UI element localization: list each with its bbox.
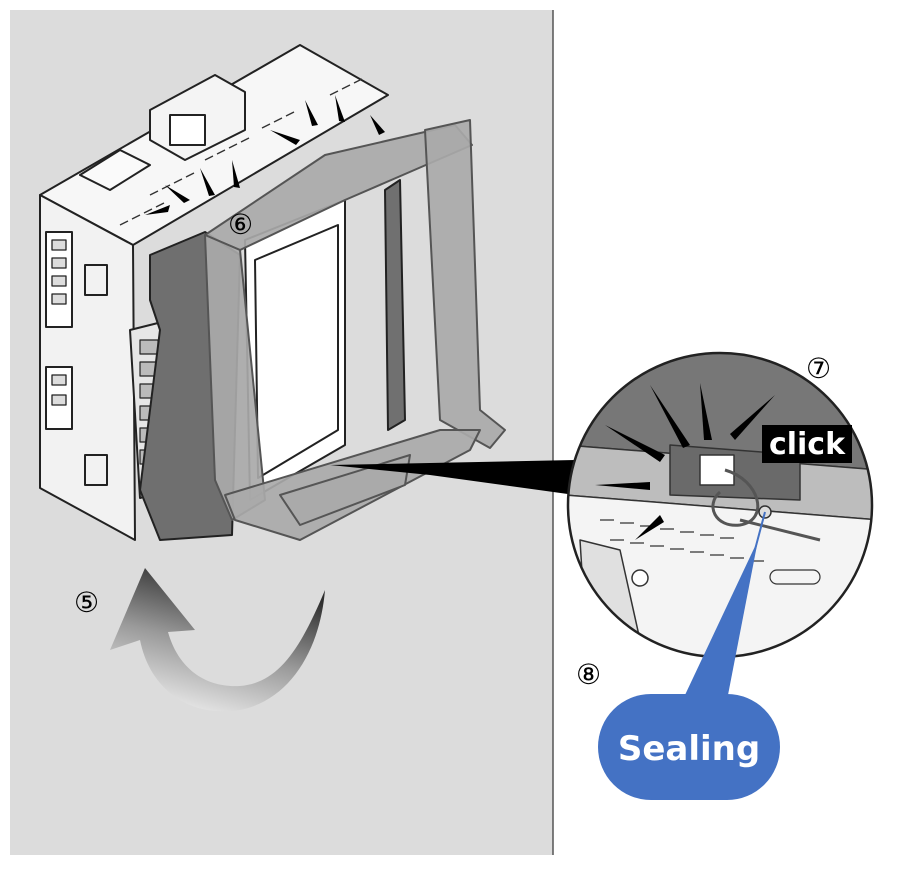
step-5-label: ⑤ (74, 586, 99, 619)
step-7-label: ⑦ (806, 352, 831, 385)
step-6-label: ⑥ (228, 208, 253, 241)
click-label: click (769, 427, 846, 462)
step-8-label: ⑧ (576, 658, 601, 691)
sealing-label: Sealing (618, 729, 760, 769)
